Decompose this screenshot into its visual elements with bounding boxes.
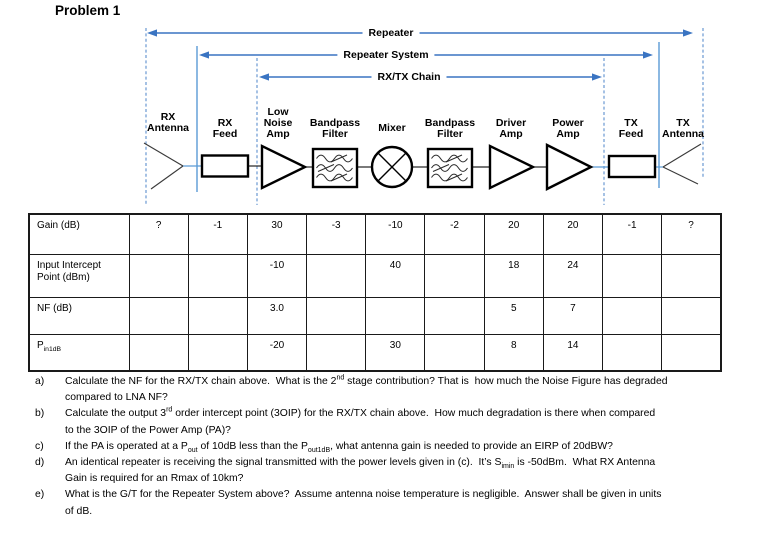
table-cell [424, 296, 485, 335]
table-cell: -10 [246, 253, 308, 298]
question-label: c) [35, 440, 44, 452]
table-cell [128, 296, 189, 335]
span-label-repeater-system: Repeater System [337, 49, 435, 61]
question-line: An identical repeater is receiving the s… [65, 457, 656, 471]
wires [183, 165, 663, 168]
table-cell: 8 [483, 333, 544, 372]
table-cell: -1 [187, 213, 248, 255]
table-cell: ? [128, 213, 189, 255]
question-label: b) [35, 408, 45, 420]
block-label-power-amp: Power Amp [552, 117, 584, 140]
question-line: to the 3OIP of the Power Amp (PA)? [65, 424, 231, 436]
questions-list: a) Calculate the NF for the RX/TX chain a… [35, 374, 751, 520]
table-cell: -1 [601, 213, 663, 255]
boundary-lines [145, 28, 704, 205]
question-label: d) [35, 457, 45, 469]
power-amp-symbol [545, 143, 594, 191]
table-row-label: Pin1dB [28, 333, 130, 372]
table-cell [661, 296, 722, 335]
table-cell [601, 333, 663, 372]
bandpass-filter-2-symbol [426, 147, 474, 189]
table-cell: 20 [483, 213, 544, 255]
table-cell: -3 [306, 213, 367, 255]
span-arrows [147, 29, 693, 81]
table-cell [661, 253, 722, 298]
table-cell: ? [661, 213, 722, 255]
table-cell: 5 [483, 296, 544, 335]
question-line: If the PA is operated at a Pout of 10dB … [65, 440, 613, 454]
table-cell: 24 [542, 253, 604, 298]
table-cell [306, 333, 367, 372]
rx-antenna-symbol [143, 142, 184, 190]
table-row-label: NF (dB) [28, 296, 130, 335]
table-cell: -2 [424, 213, 485, 255]
table-cell [306, 253, 367, 298]
table-cell [187, 253, 248, 298]
driver-amp-symbol [488, 144, 536, 190]
block-label-mixer: Mixer [378, 122, 406, 134]
table-cell: -10 [365, 213, 426, 255]
question-line: of dB. [65, 505, 93, 517]
tx-antenna-symbol [662, 143, 702, 185]
block-label-bandpass-filter-2: Bandpass Filter [424, 117, 476, 140]
table-cell: 14 [542, 333, 604, 372]
table-row-label: Gain (dB) [28, 213, 130, 255]
table-cell [661, 333, 722, 372]
question-label: a) [35, 376, 45, 387]
question-item: a) Calculate the NF for the RX/TX chain a… [35, 374, 751, 406]
table-cell [128, 253, 189, 298]
question-item: e) What is the G/T for the Repeater Syste… [35, 487, 751, 519]
block-label-rx-feed: RX Feed [212, 117, 238, 140]
table-cell [601, 253, 663, 298]
table-cell [187, 333, 248, 372]
table-cell [128, 333, 189, 372]
table-cell: 40 [365, 253, 426, 298]
table-cell: 30 [365, 333, 426, 372]
table-cell: -20 [246, 333, 308, 372]
bandpass-filter-1-symbol [311, 147, 359, 189]
question-item: d) An identical repeater is receiving the… [35, 455, 751, 487]
block-label-tx-feed: TX Feed [618, 117, 644, 140]
table-cell: 30 [246, 213, 308, 255]
table-cell: 7 [542, 296, 604, 335]
question-line: What is the G/T for the Repeater System … [65, 489, 662, 501]
table-cell: 20 [542, 213, 604, 255]
question-item: b) Calculate the output 3rd order interce… [35, 406, 751, 438]
block-label-rx-antenna: RX Antenna [147, 111, 189, 134]
question-line: Gain is required for an Rmax of 10km? [65, 473, 244, 485]
diagram-canvas [143, 28, 704, 205]
repeater-block-diagram: Repeater Repeater System RX/TX Chain RX … [0, 0, 763, 212]
page-title: Problem 1 [55, 3, 121, 18]
span-label-repeater: Repeater [362, 27, 420, 39]
question-line: Calculate the output 3rd order intercept… [65, 406, 656, 420]
block-label-driver-amp: Driver Amp [495, 117, 527, 140]
table-cell [424, 333, 485, 372]
question-line: Calculate the NF for the RX/TX chain abo… [65, 374, 668, 387]
question-line: compared to LNA NF? [65, 392, 168, 404]
span-label-rx-tx-chain: RX/TX Chain [371, 71, 447, 83]
question-label: e) [35, 489, 45, 501]
block-label-tx-antenna: TX Antenna [662, 117, 704, 140]
rx-feed-symbol [200, 154, 250, 178]
question-item: c) If the PA is operated at a Pout of 10d… [35, 439, 751, 455]
low-noise-amp-symbol [260, 144, 308, 190]
block-label-bandpass-filter-1: Bandpass Filter [309, 117, 361, 140]
table-row-label: Input Intercept Point (dBm) [28, 253, 130, 298]
table-cell [365, 296, 426, 335]
table-cell: 3.0 [246, 296, 308, 335]
table-cell: 18 [483, 253, 544, 298]
table-cell [306, 296, 367, 335]
mixer-symbol [370, 145, 414, 189]
table-cell [601, 296, 663, 335]
block-label-low-noise-amp: Low Noise Amp [263, 106, 293, 140]
table-cell [424, 253, 485, 298]
tx-feed-symbol [607, 154, 657, 179]
table-cell [187, 296, 248, 335]
